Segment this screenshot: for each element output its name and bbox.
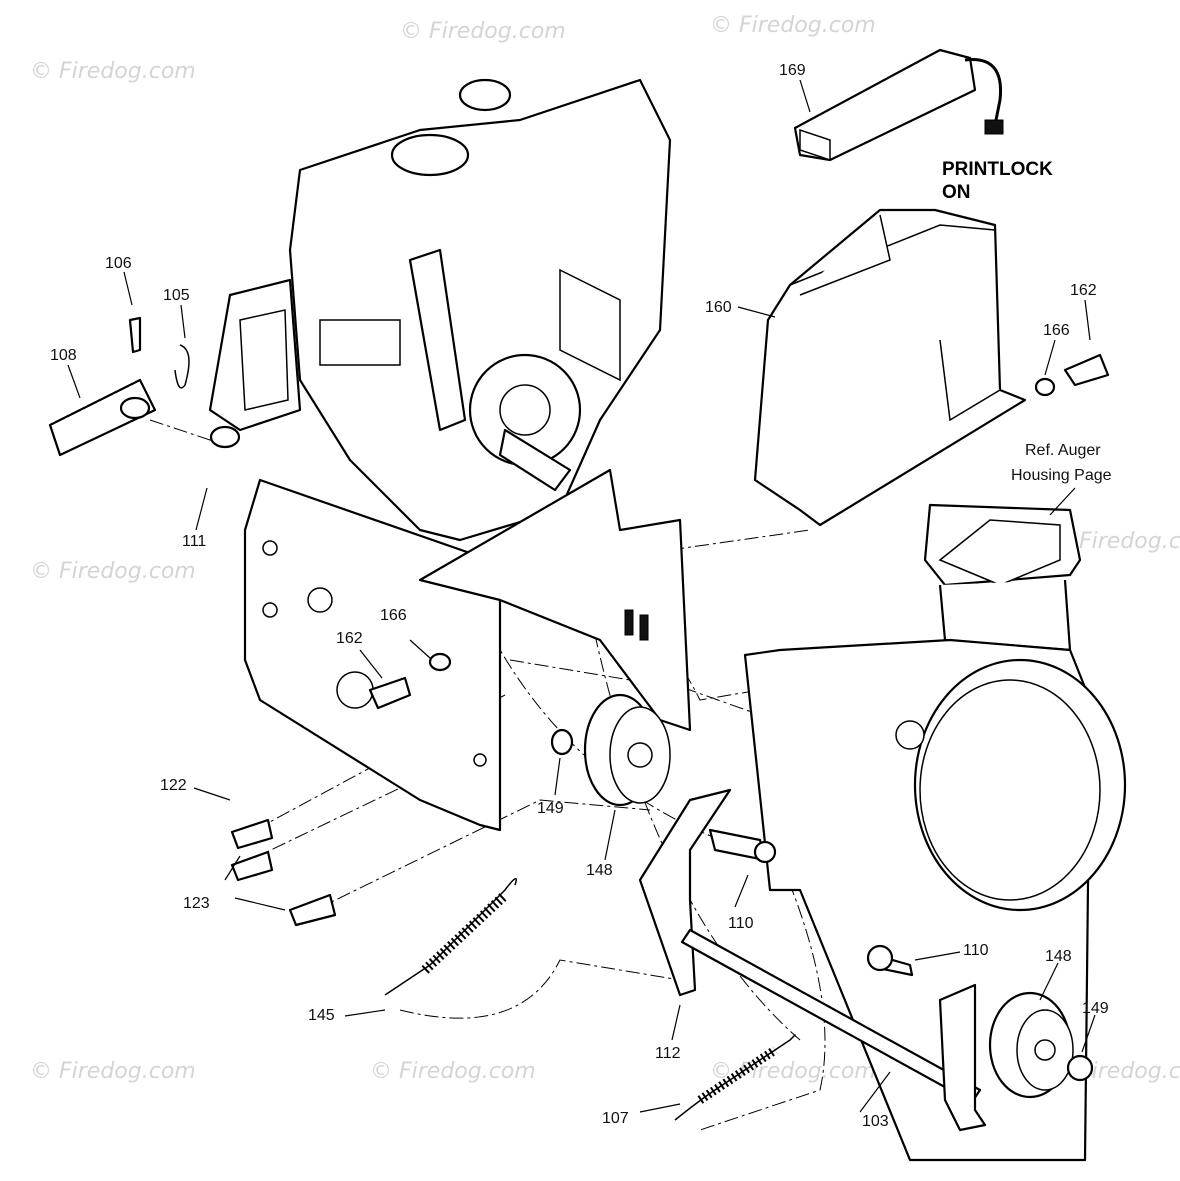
callout-162: 162 — [1070, 282, 1097, 299]
callout-169: 169 — [779, 62, 806, 79]
callout-107: 107 — [602, 1110, 629, 1127]
watermark: © Firedog.com — [370, 1059, 536, 1084]
callout-149: 149 — [1082, 1000, 1109, 1017]
callout-105: 105 — [163, 287, 190, 304]
callout-106: 106 — [105, 255, 132, 272]
watermark: © Firedog.com — [710, 1059, 876, 1084]
springs — [384, 877, 796, 1121]
callout-110: 110 — [963, 942, 989, 959]
callout-110: 110 — [728, 915, 754, 932]
callout-145: 145 — [308, 1007, 335, 1024]
callout-166: 166 — [1043, 322, 1070, 339]
watermark: © Firedog.com — [400, 19, 566, 44]
callout-148: 148 — [586, 862, 613, 879]
callout-160: 160 — [705, 299, 732, 316]
callout-162: 162 — [336, 630, 363, 647]
watermark: © Firedog.com — [30, 59, 196, 84]
leader-lines — [67, 79, 1096, 1113]
callout-111: 111 — [182, 533, 206, 550]
shroud-160 — [753, 208, 1027, 527]
callouts: 169 106 105 108 111 160 162 166 166 162 … — [50, 62, 1109, 1130]
callout-123: 123 — [183, 895, 210, 912]
watermark: © Firedog.com — [30, 1059, 196, 1084]
ref-note-line1: Ref. Auger — [1025, 442, 1101, 459]
frame-plate — [243, 468, 692, 832]
printlock-note-line1: PRINTLOCK — [942, 159, 1053, 180]
ref-note-line2: Housing Page — [1011, 467, 1112, 484]
callout-112: 112 — [655, 1045, 681, 1062]
watermark: © Firedog.com — [30, 559, 196, 584]
callout-166: 166 — [380, 607, 407, 624]
printlock-note-line2: ON — [942, 182, 971, 203]
pulley-assembly — [550, 693, 1094, 1132]
callout-108: 108 — [50, 347, 77, 364]
callout-103: 103 — [862, 1113, 889, 1130]
callout-148: 148 — [1045, 948, 1072, 965]
hardware — [48, 316, 1110, 927]
fan-cover-169 — [793, 48, 1004, 162]
watermark: © Firedog.com — [710, 13, 876, 38]
engine — [208, 78, 672, 542]
callout-122: 122 — [160, 777, 187, 794]
callout-149: 149 — [537, 800, 564, 817]
